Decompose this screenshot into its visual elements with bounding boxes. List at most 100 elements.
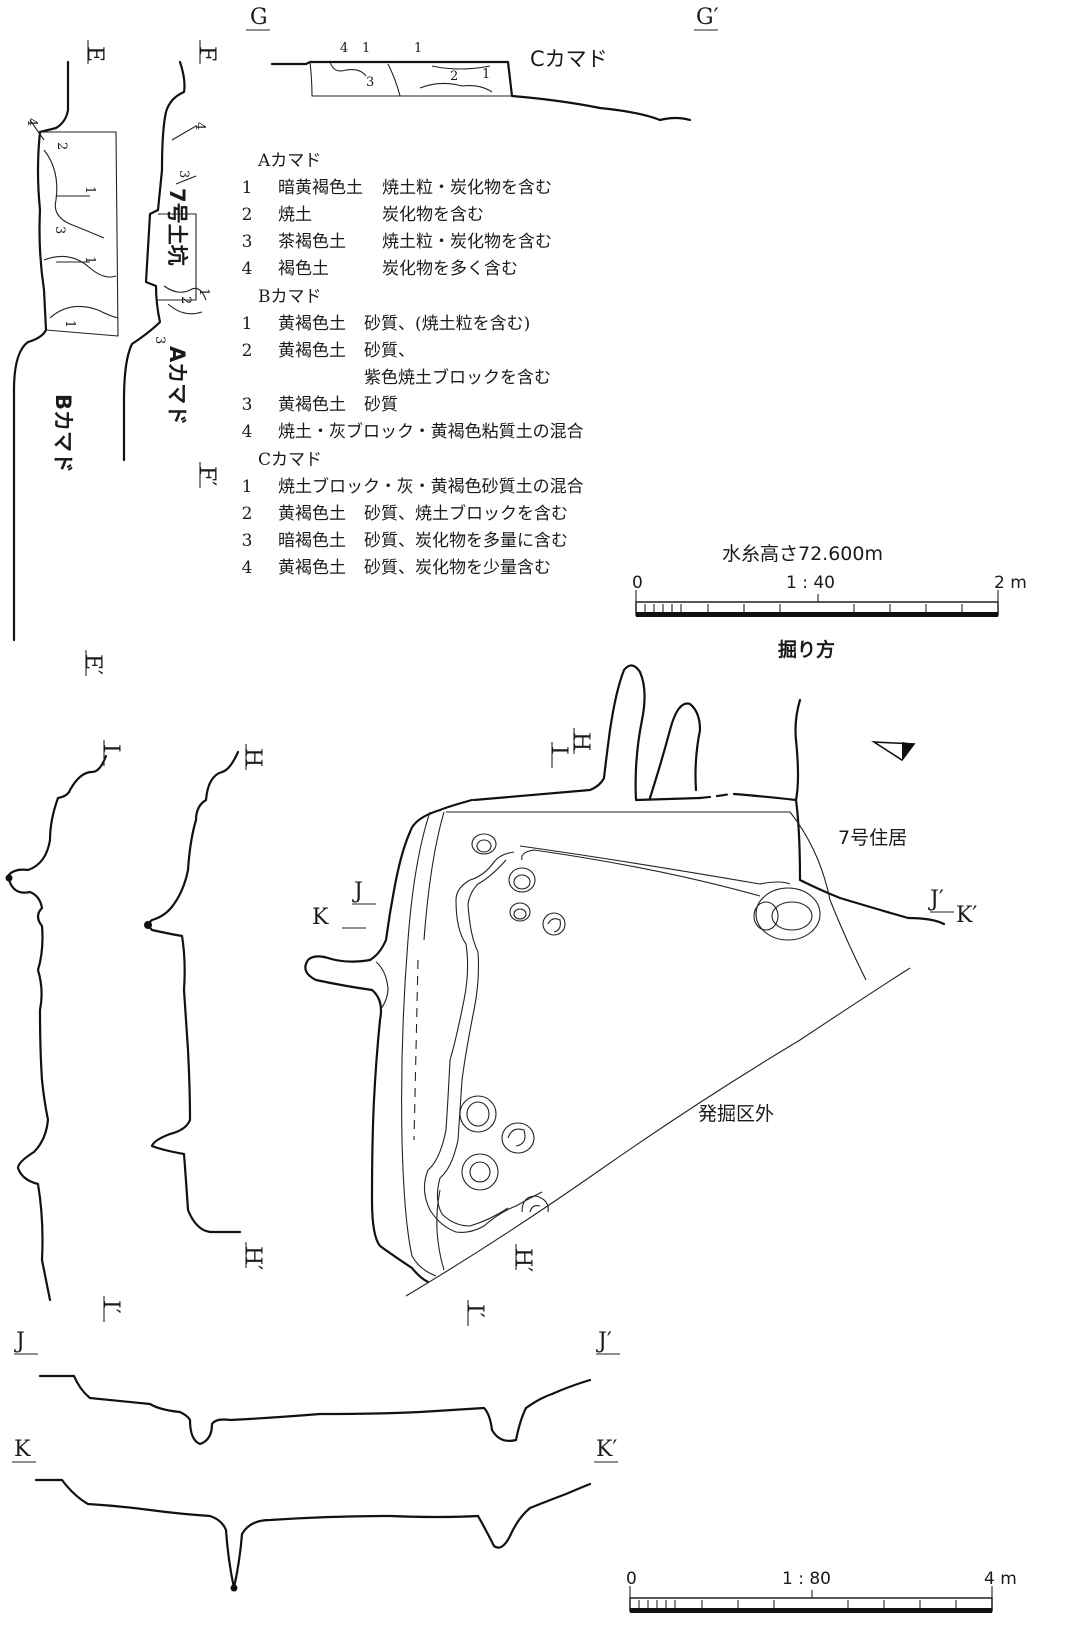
- plan-label-h-prime: H′: [510, 1248, 535, 1272]
- f-layer-3b: 3: [152, 336, 167, 344]
- legend-b-2-desc: 砂質、: [364, 341, 415, 361]
- e-layer-1b: 1: [82, 256, 97, 264]
- legend-c-2-soil: 黄褐色土: [278, 504, 346, 524]
- legend-b-title: Bカマド: [258, 287, 322, 307]
- legend-a-3-soil: 茶褐色土: [278, 232, 346, 252]
- f-layer-1: 1: [196, 288, 211, 296]
- section-h-profile: [144, 750, 242, 1234]
- g-layer-1a: 1: [362, 41, 370, 56]
- legend-a-3-desc: 焼土粒・炭化物を含む: [382, 232, 552, 252]
- legend-b-1-desc: 砂質、(焼土粒を含む): [364, 314, 531, 334]
- e-layer-2: 2: [54, 142, 69, 150]
- scale-40-datum: 水糸高さ72.600m: [722, 543, 883, 565]
- outside-area-label: 発掘区外: [698, 1103, 774, 1125]
- section-f-profile: [122, 60, 207, 462]
- legend-a-1-soil: 暗黄褐色土: [278, 178, 363, 198]
- scale-bar-80: [629, 1586, 993, 1613]
- label-k-prime: K′: [596, 1437, 617, 1462]
- legend-b-4-desc: 焼土・灰ブロック・黄褐色粘質土の混合: [278, 422, 584, 442]
- e-layer-1c: 1: [62, 320, 77, 328]
- c-kamado-label: Cカマド: [530, 47, 608, 71]
- legend-a-title: Aカマド: [258, 151, 322, 171]
- plan-label-i-prime: I′: [462, 1304, 487, 1318]
- legend-b-1-no: 1: [241, 314, 253, 334]
- plan-label-k: K: [312, 905, 329, 930]
- legend-a-1-no: 1: [241, 178, 253, 198]
- plan-label-j: J: [352, 879, 363, 904]
- section-e-profile: [12, 60, 119, 642]
- f-layer-2: 2: [178, 296, 193, 304]
- section-k-profile: [34, 1478, 592, 1592]
- label-f-prime: F′: [194, 466, 219, 486]
- legend-c-1-desc: 焼土ブロック・灰・黄褐色砂質土の混合: [278, 477, 584, 497]
- g-layer-3: 3: [366, 75, 374, 90]
- plan-label-h: H: [568, 732, 593, 751]
- legend-c-4-no: 4: [241, 558, 253, 578]
- legend-c-3-no: 3: [241, 531, 253, 551]
- e-layer-4: 4: [24, 118, 39, 126]
- legend-a-4-no: 4: [241, 259, 253, 279]
- label-e-prime: E′: [80, 654, 105, 675]
- legend-a-1-desc: 焼土粒・炭化物を含む: [382, 178, 552, 198]
- legend-b-2-no: 2: [241, 341, 253, 361]
- label-h-prime: H′: [240, 1246, 265, 1270]
- legend-b-3-desc: 砂質: [364, 395, 398, 415]
- section-g-profile: [270, 60, 692, 122]
- f-layer-4: 4: [192, 122, 207, 130]
- legend-b-3-soil: 黄褐色土: [278, 395, 346, 415]
- legend-c-4-soil: 黄褐色土: [278, 558, 346, 578]
- g-layer-1c: 1: [482, 67, 490, 82]
- section-i-profile: [5, 754, 108, 1302]
- legend-a-4-soil: 褐色土: [278, 259, 329, 279]
- horikata-label: 掘り方: [778, 638, 835, 661]
- legend-a-2-desc: 炭化物を含む: [382, 205, 484, 225]
- legend-c-3-soil: 暗褐色土: [278, 531, 346, 551]
- legend-b-2-soil: 黄褐色土: [278, 341, 346, 361]
- label-i: I: [98, 744, 123, 753]
- e-layer-1a: 1: [82, 186, 97, 194]
- legend-c-2-no: 2: [241, 504, 253, 524]
- plan-label-i: I: [546, 746, 571, 755]
- legend-b-2-desc-cont: 紫色焼土ブロックを含む: [364, 368, 551, 388]
- scale-80-ratio: 1 : 80: [782, 1569, 831, 1589]
- scale-80-zero: 0: [626, 1569, 637, 1589]
- legend-c-3-desc: 砂質、炭化物を多量に含む: [364, 531, 568, 551]
- label-j-prime: J′: [596, 1329, 612, 1354]
- legend-a-3-no: 3: [241, 232, 253, 252]
- section-j-profile: [38, 1374, 592, 1446]
- plan-label-j-prime: J′: [928, 887, 944, 912]
- legend-c-2-desc: 砂質、焼土ブロックを含む: [364, 504, 568, 524]
- dwelling-plan: [304, 664, 946, 1297]
- a-kamado-label: Aカマド: [165, 346, 189, 425]
- scale-40-max: 2 m: [994, 573, 1027, 593]
- legend-b-1-soil: 黄褐色土: [278, 314, 346, 334]
- legend-c-title: Cカマド: [258, 450, 323, 470]
- label-k: K: [14, 1437, 31, 1462]
- legend-c-4-desc: 砂質、炭化物を少量含む: [364, 558, 551, 578]
- legend-a-4-desc: 炭化物を多く含む: [382, 259, 518, 279]
- label-j: J: [14, 1329, 25, 1354]
- f-layer-3: 3: [176, 170, 191, 178]
- legend-b-3-no: 3: [241, 395, 253, 415]
- e-layer-3: 3: [52, 226, 67, 234]
- label-g: G: [250, 5, 268, 30]
- legend-c-1-no: 1: [241, 477, 253, 497]
- label-e: E: [82, 46, 107, 62]
- scale-bar-40: [635, 590, 999, 617]
- b-kamado-label: Bカマド: [51, 394, 75, 473]
- scale-80-max: 4 m: [984, 1569, 1017, 1589]
- plan-label-k-prime: K′: [956, 903, 977, 928]
- label-f: F: [194, 46, 219, 61]
- legend-a-2-soil: 焼土: [278, 205, 312, 225]
- g-layer-4: 4: [340, 41, 348, 56]
- pit-7-label: 7号土坑: [165, 188, 189, 266]
- label-h: H: [240, 748, 265, 767]
- legend-b-4-no: 4: [241, 422, 253, 442]
- g-layer-2: 2: [450, 69, 458, 84]
- scale-40-zero: 0: [632, 573, 643, 593]
- legend-a-2-no: 2: [241, 205, 253, 225]
- label-g-prime: G′: [696, 5, 719, 30]
- dwelling-7-label: 7号住居: [838, 827, 907, 849]
- g-layer-1b: 1: [414, 41, 422, 56]
